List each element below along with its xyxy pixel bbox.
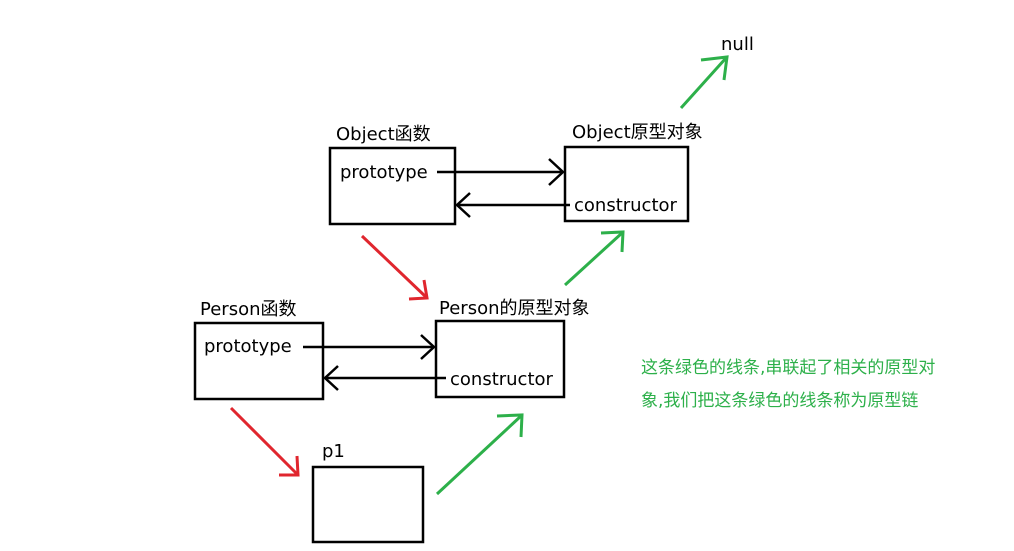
person-prototype-box — [434, 319, 566, 399]
null-label: null — [721, 34, 754, 55]
person-function-box — [193, 321, 325, 401]
green-arrow-p1-to-person-proto — [435, 413, 524, 496]
object-prototype-constructor-label: constructor — [574, 195, 678, 216]
object-prototype-arrow — [437, 158, 565, 186]
object-function-box — [328, 146, 457, 226]
red-arrow-object-fn-to-person-proto — [360, 234, 429, 301]
red-arrow-person-fn-to-p1 — [229, 406, 300, 477]
person-constructor-arrow — [323, 365, 446, 391]
prototype-chain-note-line1: 这条绿色的线条,串联起了相关的原型对 — [641, 358, 935, 378]
p1-box — [311, 465, 425, 544]
prototype-chain-note-line2: 象,我们把这条绿色的线条称为原型链 — [641, 391, 918, 411]
object-prototype-title: Object原型对象 — [572, 122, 703, 143]
person-prototype-constructor-label: constructor — [450, 369, 554, 390]
person-prototype-title: Person的原型对象 — [439, 298, 590, 319]
p1-title: p1 — [322, 441, 345, 462]
object-constructor-arrow — [455, 192, 570, 218]
object-function-title: Object函数 — [336, 124, 431, 145]
person-function-title: Person函数 — [200, 299, 297, 320]
green-arrow-person-proto-to-object-proto — [563, 230, 625, 287]
green-arrow-object-proto-to-null — [679, 55, 729, 110]
person-prototype-arrow — [303, 334, 436, 360]
object-prototype-box — [563, 145, 690, 223]
person-function-prototype-label: prototype — [204, 336, 292, 357]
object-function-prototype-label: prototype — [340, 162, 428, 183]
